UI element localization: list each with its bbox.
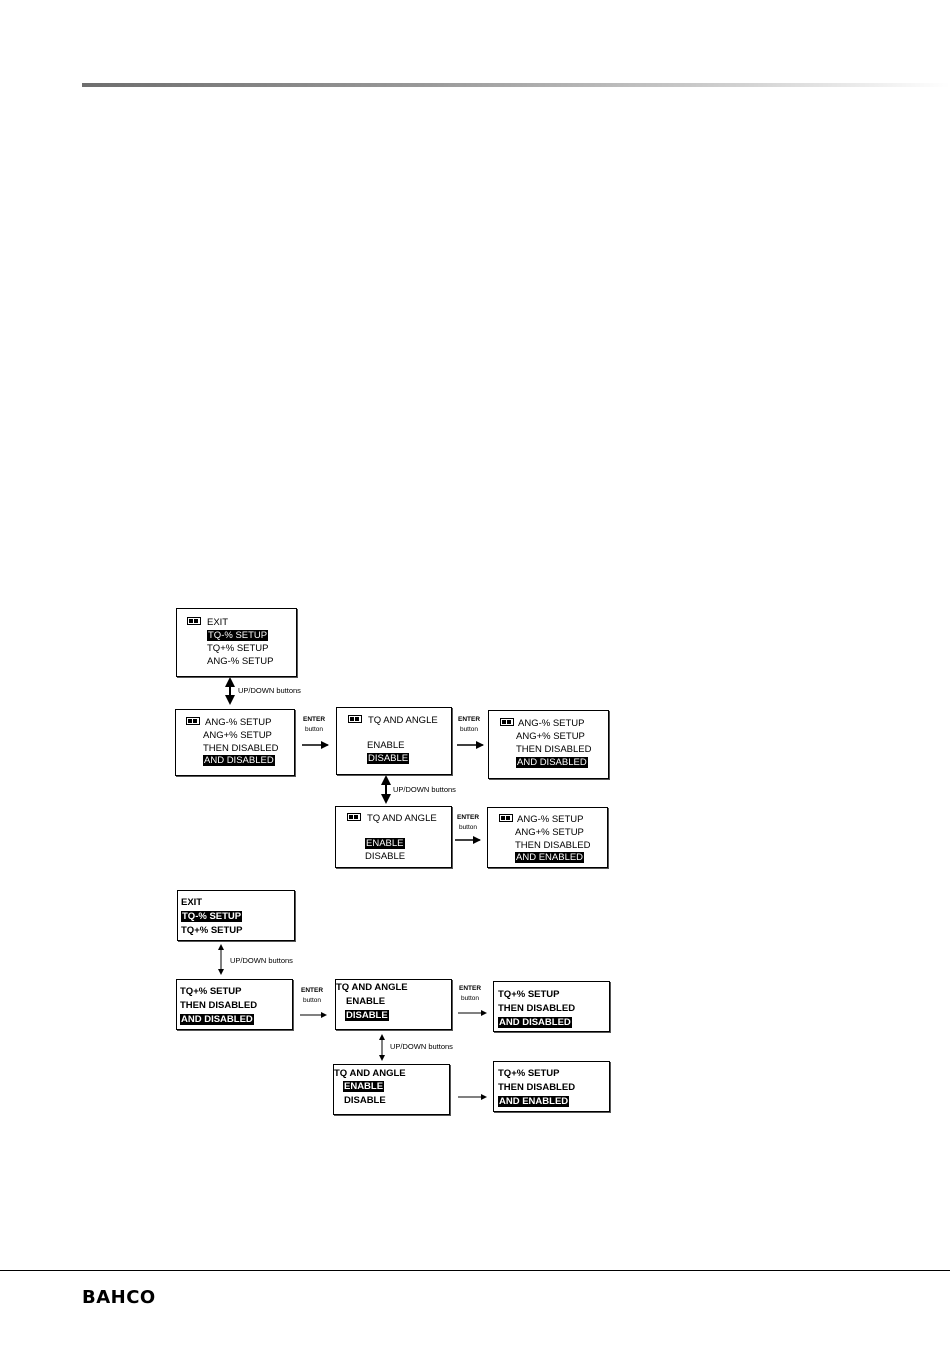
screen-line: TQ AND ANGLE xyxy=(367,813,437,824)
screen-line: TQ AND ANGLE xyxy=(334,1068,406,1079)
screen-select-disable: TQ AND ANGLE ENABLE DISABLE xyxy=(336,707,452,775)
screen-menu: EXIT TQ-% SETUP TQ+% SETUP xyxy=(177,890,295,941)
screen-line: AND ENABLED xyxy=(498,1096,570,1107)
screen-line: AND DISABLED xyxy=(203,755,275,766)
screen-line: ENABLE xyxy=(343,1081,385,1092)
screen-line: ENABLE xyxy=(365,838,405,849)
screen-line: ANG-% SETUP xyxy=(518,718,585,729)
updown-label: UP/DOWN buttons xyxy=(393,785,456,794)
battery-icon xyxy=(348,715,362,723)
screen-line: ANG+% SETUP xyxy=(203,730,272,741)
updown-label: UP/DOWN buttons xyxy=(390,1042,453,1051)
screen-line: TQ AND ANGLE xyxy=(336,982,408,993)
screen-line: DISABLE xyxy=(365,851,406,862)
screen-line: TQ-% SETUP xyxy=(207,630,269,641)
updown-label: UP/DOWN buttons xyxy=(230,956,293,965)
screen-line: ENABLE xyxy=(346,996,386,1007)
screen-result-disabled: ANG-% SETUP ANG+% SETUP THEN DISABLED AN… xyxy=(488,710,609,779)
battery-icon xyxy=(187,617,201,625)
screen-select-disable: TQ AND ANGLE ENABLE DISABLE xyxy=(335,979,452,1030)
screen-line: TQ+% SETUP xyxy=(498,989,560,1000)
screen-line: TQ+% SETUP xyxy=(181,925,243,936)
screen-line: TQ+% SETUP xyxy=(180,986,242,997)
battery-icon xyxy=(500,718,514,726)
screen-result-enabled: ANG-% SETUP ANG+% SETUP THEN DISABLED AN… xyxy=(487,807,608,868)
screen-line: AND ENABLED xyxy=(515,852,585,863)
screen-result-enabled: TQ+% SETUP THEN DISABLED AND ENABLED xyxy=(493,1061,610,1112)
screen-line: ANG+% SETUP xyxy=(516,731,585,742)
battery-icon xyxy=(347,813,361,821)
screen-line: DISABLE xyxy=(367,753,410,764)
screen-line: TQ AND ANGLE xyxy=(368,715,438,726)
updown-label: UP/DOWN buttons xyxy=(238,686,301,695)
screen-line: THEN DISABLED xyxy=(515,840,591,851)
screen-line: ANG-% SETUP xyxy=(205,717,272,728)
screen-line: AND DISABLED xyxy=(498,1017,572,1028)
screen-line: ANG-% SETUP xyxy=(517,814,584,825)
screen-line: THEN DISABLED xyxy=(203,743,279,754)
screen-line: AND DISABLED xyxy=(180,1014,254,1025)
header-rule xyxy=(82,83,950,87)
screen-line: ANG+% SETUP xyxy=(515,827,584,838)
screen-line: EXIT xyxy=(181,897,203,908)
screen-line: THEN DISABLED xyxy=(180,1000,258,1011)
screen-line: THEN DISABLED xyxy=(498,1082,576,1093)
screen-result-disabled: TQ+% SETUP THEN DISABLED AND DISABLED xyxy=(493,981,610,1032)
screen-line: DISABLE xyxy=(344,1095,386,1106)
screen-line: TQ+% SETUP xyxy=(207,643,269,654)
screen-select-enable: TQ AND ANGLE ENABLE DISABLE xyxy=(335,806,452,868)
screen-line: AND DISABLED xyxy=(516,757,588,768)
screen-line: ENABLE xyxy=(367,740,405,751)
bahco-logo: BAHCO xyxy=(82,1287,156,1308)
screen-mode: TQ+% SETUP THEN DISABLED AND DISABLED xyxy=(176,979,293,1030)
screen-menu: EXIT TQ-% SETUP TQ+% SETUP ANG-% SETUP xyxy=(176,608,297,677)
screen-line: TQ-% SETUP xyxy=(181,911,243,922)
screen-mode: ANG-% SETUP ANG+% SETUP THEN DISABLED AN… xyxy=(175,709,295,776)
screen-line: DISABLE xyxy=(345,1010,389,1021)
battery-icon xyxy=(499,814,513,822)
screen-line: THEN DISABLED xyxy=(516,744,592,755)
screen-line: THEN DISABLED xyxy=(498,1003,576,1014)
screen-line: ANG-% SETUP xyxy=(207,656,274,667)
battery-icon xyxy=(186,717,200,725)
screen-line: TQ+% SETUP xyxy=(498,1068,560,1079)
footer-rule xyxy=(0,1270,950,1271)
screen-select-enable: TQ AND ANGLE ENABLE DISABLE xyxy=(333,1064,450,1115)
screen-line: EXIT xyxy=(207,617,229,628)
